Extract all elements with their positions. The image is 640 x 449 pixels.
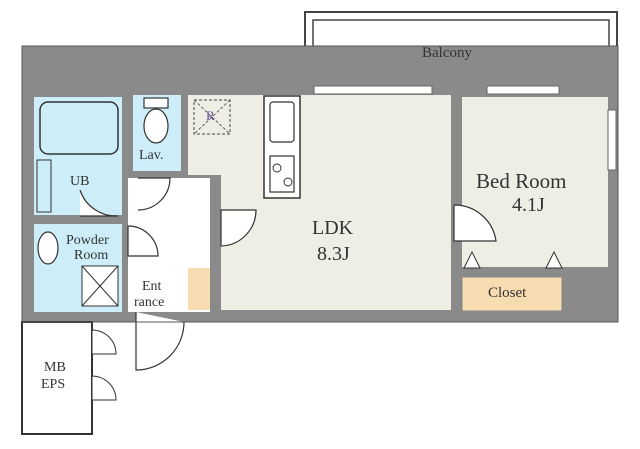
eps-label: EPS <box>41 377 66 392</box>
washer-pan-cross-2 <box>81 265 119 307</box>
lavatory-door <box>137 177 171 211</box>
bathtub <box>39 101 119 155</box>
burner-1 <box>272 163 282 173</box>
unit-bath-label: UB <box>70 174 90 189</box>
ldk-door <box>220 209 257 247</box>
ldk-window <box>313 85 433 95</box>
powder-room-label-1: Powder <box>66 233 109 248</box>
entrance-floor <box>128 272 188 312</box>
entrance-label-2: rance <box>134 295 165 310</box>
bath-door <box>79 189 119 217</box>
lavatory-label: Lav. <box>139 148 164 163</box>
closet-door-right <box>545 250 563 269</box>
closet-label: Closet <box>488 285 527 301</box>
kitchen-sink <box>269 101 295 143</box>
bathtub-ledge <box>36 159 52 213</box>
bedroom-size-label: 4.1J <box>512 194 545 216</box>
refrigerator-mark: R <box>206 108 215 123</box>
refrigerator-cross-1 <box>193 99 231 135</box>
powder-door <box>127 225 159 257</box>
balcony-label: Balcony <box>422 45 472 61</box>
entrance-label-1: Ent <box>142 279 162 294</box>
toilet-tank <box>143 97 169 109</box>
refrigerator-spot <box>193 99 231 135</box>
refrigerator-cross-2 <box>193 99 231 135</box>
mb-eps-door-1 <box>91 329 117 355</box>
left-pillar <box>22 46 78 96</box>
toilet-bowl <box>143 108 169 144</box>
entrance-step <box>188 268 210 310</box>
right-pillar <box>566 46 618 92</box>
mb-label: MB <box>44 360 66 375</box>
mb-eps-box <box>21 321 93 435</box>
bedroom-door <box>453 204 497 242</box>
mb-eps-door-2 <box>91 375 117 401</box>
powder-sink <box>37 231 59 265</box>
powder-room-label-2: Room <box>74 248 109 263</box>
plan-outline <box>21 45 619 323</box>
bedroom-side-window <box>607 109 617 171</box>
closet-floor <box>461 276 563 312</box>
stove <box>269 155 295 193</box>
bedroom-label: Bed Room <box>476 169 567 193</box>
ldk-label: LDK <box>312 217 354 239</box>
bedroom-window <box>486 85 560 95</box>
closet-door-left <box>463 250 481 269</box>
entrance-door <box>135 312 185 371</box>
ldk-size-label: 8.3J <box>317 243 350 265</box>
burner-2 <box>283 177 293 187</box>
ldk-floor <box>221 95 451 310</box>
